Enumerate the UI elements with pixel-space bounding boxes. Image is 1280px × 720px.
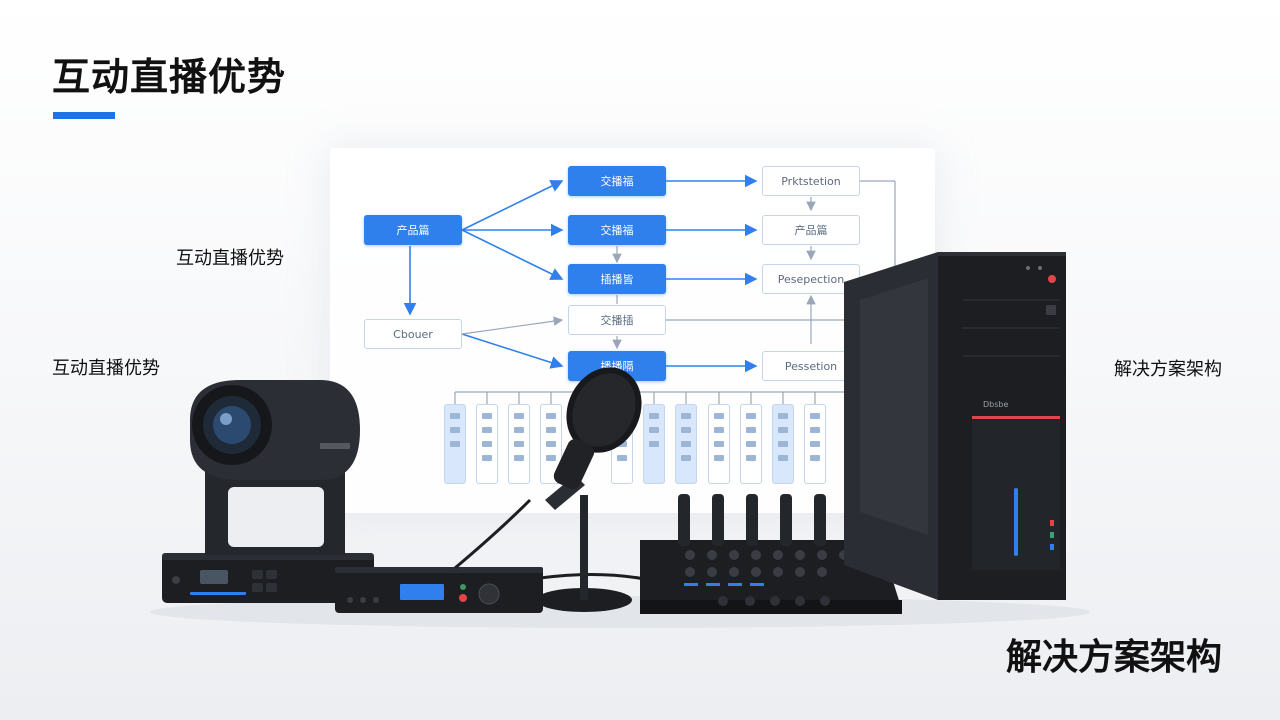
label-interactive-advantage-2: 互动直播优势 [52,358,160,379]
footer-title: 解决方案架构 [1006,637,1223,678]
diagram-node-exchange-1: 交播福 [568,166,666,196]
diagram-node-mid: 交播插 [568,305,666,335]
diagram-node-perception: Pesepection [762,264,860,294]
ptz-camera [162,380,374,603]
diagram-module-strip [708,404,730,484]
diagram-node-product-right: 产品篇 [762,215,860,245]
label-solution-architecture: 解决方案架构 [1114,359,1222,380]
page-title: 互动直播优势 [52,55,287,99]
diagram-module-strip [740,404,762,484]
diagram-node-session: Pessetion [762,351,860,381]
diagram-module-strip [540,404,562,484]
diagram-module-strip [643,404,665,484]
title-underline [53,112,115,119]
pc-brand-label: Dbsbe [983,400,1009,409]
label-interactive-advantage-1: 互动直播优势 [176,248,284,269]
audio-mixer [640,494,902,614]
diagram-module-strip [476,404,498,484]
diagram-node-product: 产品篇 [364,215,462,245]
microphone [536,367,642,612]
diagram-node-insert: 插播皆 [568,264,666,294]
diagram-module-strip [508,404,530,484]
diagram-module-strip [675,404,697,484]
diagram-module-strip [444,404,466,484]
diagram-node-exchange-2: 交播福 [568,215,666,245]
diagram-module-strip [772,404,794,484]
diagram-node-protection: Prktstetion [762,166,860,196]
audio-interface [335,567,543,613]
diagram-module-strip [804,404,826,484]
diagram-node-cbouer: Cbouer [364,319,462,349]
pc-tower [844,252,1066,600]
